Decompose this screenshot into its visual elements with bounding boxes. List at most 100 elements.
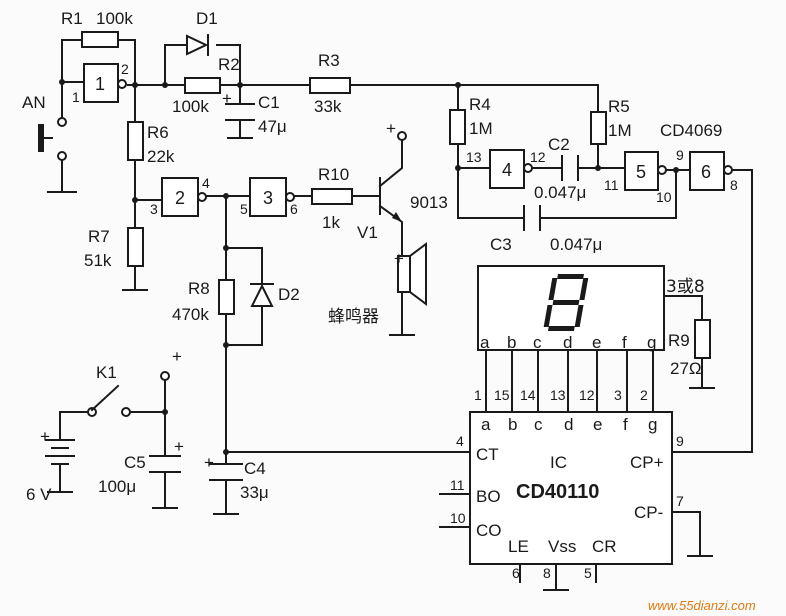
ic-pin-13: 13 xyxy=(550,387,566,403)
r6-label: R6 xyxy=(147,123,169,142)
ic-co-label: CO xyxy=(476,521,502,540)
k1-switch xyxy=(87,371,170,417)
r4-label: R4 xyxy=(469,95,491,114)
ic-vss-label: Vss xyxy=(548,537,576,556)
seg-e: e xyxy=(592,333,601,352)
ic-pin-14: 14 xyxy=(520,387,536,403)
r5-value: 1M xyxy=(608,121,632,140)
ic-cp-minus-pin: 7 xyxy=(676,493,684,509)
c2-value: 0.047μ xyxy=(534,183,586,202)
buzzer xyxy=(389,242,427,336)
buzzer-label: 蜂鸣器 xyxy=(328,307,379,327)
g3-in-pin: 5 xyxy=(240,201,248,217)
ic-cd40110 xyxy=(469,411,673,565)
c5-plus: + xyxy=(174,437,184,456)
ic-part-number: CD40110 xyxy=(516,481,599,503)
battery-plus: + xyxy=(40,427,50,446)
ic-cp-minus-label: CP- xyxy=(634,503,663,522)
c4-value: 33μ xyxy=(240,483,269,502)
r10-value: 1k xyxy=(322,213,340,232)
r9-label: R9 xyxy=(668,331,690,350)
r1-resistor xyxy=(81,31,119,48)
v1-transistor xyxy=(392,131,407,222)
c3-value: 0.047μ xyxy=(550,235,602,254)
gate-2 xyxy=(161,177,207,217)
r10-resistor xyxy=(311,188,353,205)
display-segment-labels: a b c d e f g xyxy=(480,333,656,352)
gate-3-number: 3 xyxy=(263,188,273,208)
c5-label: C5 xyxy=(124,453,146,472)
an-label: AN xyxy=(22,93,46,112)
ic-cp-plus-pin: 9 xyxy=(676,433,684,449)
r1-value: 100k xyxy=(96,9,133,28)
v1-plus: + xyxy=(386,119,396,138)
c1-plus: + xyxy=(222,89,232,108)
ic-le-label: LE xyxy=(508,537,529,556)
seg-g: g xyxy=(647,333,656,352)
seg-b: b xyxy=(507,333,516,352)
ic-label-d: d xyxy=(564,415,573,434)
ic-le-pin: 6 xyxy=(512,565,520,581)
c5-value: 100μ xyxy=(98,477,136,496)
gate-pin-numbers: 1 2 3 4 5 6 13 12 11 10 9 8 xyxy=(72,61,738,217)
seg-a: a xyxy=(480,333,490,352)
r10-label: R10 xyxy=(318,165,349,184)
r4-resistor xyxy=(449,109,466,145)
gate-1 xyxy=(83,63,127,103)
d1-diode xyxy=(184,34,209,56)
r9-resistor xyxy=(694,319,711,359)
gate-4 xyxy=(489,149,533,189)
gate-1-number: 1 xyxy=(95,74,105,94)
g3-out-pin: 6 xyxy=(290,201,298,217)
r8-value: 470k xyxy=(172,305,209,324)
r3-value: 33k xyxy=(314,97,342,116)
ic-pin-15: 15 xyxy=(494,387,510,403)
resistors xyxy=(81,31,711,359)
c1-capacitor xyxy=(225,103,255,121)
ic-pin-1: 1 xyxy=(474,387,482,403)
gate-2-number: 2 xyxy=(175,188,185,208)
ic-label-g: g xyxy=(648,415,657,434)
g6-in-pin: 9 xyxy=(676,147,684,163)
ground-symbols xyxy=(47,137,715,591)
gate-6-number: 6 xyxy=(701,162,711,182)
ic-bo-pin: 11 xyxy=(450,477,465,493)
r9-value: 27Ω xyxy=(670,359,702,378)
battery-label: 6 V xyxy=(26,485,52,504)
c3-capacitor xyxy=(523,205,541,231)
gate-4-number: 4 xyxy=(502,160,512,180)
c1-label: C1 xyxy=(258,93,280,112)
gate-3 xyxy=(249,177,295,217)
ic-internal-labels: a b c d e f g IC CD40110 CT 4 BO 11 CO 1… xyxy=(450,415,684,581)
ic-pin-3: 3 xyxy=(614,387,622,403)
seven-segment-display xyxy=(477,265,665,351)
ic-cp-plus-label: CP+ xyxy=(630,453,664,472)
ic-label-b: b xyxy=(508,415,517,434)
r5-label: R5 xyxy=(608,97,630,116)
d2-diode xyxy=(250,273,274,307)
ic-label-c: c xyxy=(534,415,543,434)
g6-out-pin: 8 xyxy=(730,177,738,193)
seg-c: c xyxy=(533,333,542,352)
r7-value: 51k xyxy=(84,251,112,270)
gate-5-number: 5 xyxy=(636,162,646,182)
c1-value: 47μ xyxy=(258,117,287,136)
an-pushbutton xyxy=(38,117,77,193)
ic-ct-pin: 4 xyxy=(456,433,464,449)
c2-label: C2 xyxy=(548,135,570,154)
ic-top-pin-numbers: 1 15 14 13 12 3 2 xyxy=(474,387,648,403)
ic-pin-12: 12 xyxy=(579,387,595,403)
r2-label: R2 xyxy=(218,55,240,74)
c4-plus: + xyxy=(204,453,214,472)
r1-label: R1 xyxy=(61,9,83,28)
watermark: www.55dianzi.com xyxy=(648,598,756,613)
c5-capacitor xyxy=(149,455,181,473)
gates xyxy=(83,63,733,217)
display-common-pin: 3或8 xyxy=(666,277,705,297)
r5-resistor xyxy=(590,111,607,145)
junctions xyxy=(59,79,679,455)
gate-5 xyxy=(624,151,667,191)
c2-capacitor xyxy=(561,155,579,181)
